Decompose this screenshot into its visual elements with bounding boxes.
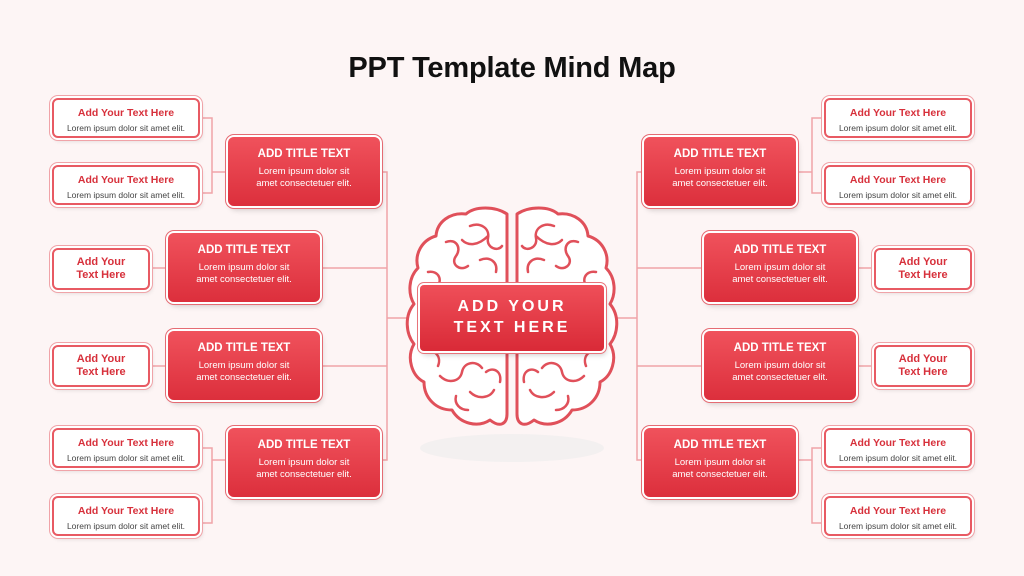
leaf-box-right-3[interactable]: Add Your Text Here — [874, 345, 972, 387]
card-desc-2: amet consectetuer elit. — [196, 372, 292, 383]
card-title: ADD TITLE TEXT — [257, 148, 351, 160]
page-title: PPT Template Mind Map — [348, 52, 676, 84]
leaf-box-left-4a[interactable]: Add Your Text Here Lorem ipsum dolor sit… — [52, 428, 200, 468]
leaf-box-left-1a[interactable]: Add Your Text Here Lorem ipsum dolor sit… — [52, 98, 200, 138]
title-card-left-2[interactable]: ADD TITLE TEXT Lorem ipsum dolor sit ame… — [168, 233, 320, 302]
center-node[interactable]: ADD YOUR TEXT HERE — [420, 285, 604, 351]
leaf-heading-2: Text Here — [898, 366, 948, 378]
card-desc-1: Lorem ipsum dolor sit — [258, 166, 350, 177]
card-desc-2: amet consectetuer elit. — [196, 274, 292, 285]
leaf-heading-1: Add Your — [898, 353, 948, 365]
card-title: ADD TITLE TEXT — [733, 244, 827, 256]
leaf-body: Lorem ipsum dolor sit amet elit. — [838, 123, 958, 133]
title-card-right-2[interactable]: ADD TITLE TEXT Lorem ipsum dolor sit ame… — [704, 233, 856, 302]
leaf-box-right-1a[interactable]: Add Your Text Here Lorem ipsum dolor sit… — [824, 98, 972, 138]
card-title: ADD TITLE TEXT — [197, 342, 291, 354]
card-title: ADD TITLE TEXT — [673, 148, 767, 160]
leaf-body: Lorem ipsum dolor sit amet elit. — [66, 521, 186, 531]
leaf-heading: Add Your Text Here — [849, 107, 947, 119]
title-card-right-3[interactable]: ADD TITLE TEXT Lorem ipsum dolor sit ame… — [704, 331, 856, 400]
leaf-box-left-1b[interactable]: Add Your Text Here Lorem ipsum dolor sit… — [52, 165, 200, 205]
card-title: ADD TITLE TEXT — [673, 439, 767, 451]
leaf-box-left-3[interactable]: Add Your Text Here — [52, 345, 150, 387]
card-desc-1: Lorem ipsum dolor sit — [734, 262, 826, 273]
leaf-box-right-4b[interactable]: Add Your Text Here Lorem ipsum dolor sit… — [824, 496, 972, 536]
card-title: ADD TITLE TEXT — [197, 244, 291, 256]
leaf-body: Lorem ipsum dolor sit amet elit. — [66, 190, 186, 200]
leaf-heading: Add Your Text Here — [77, 505, 175, 517]
leaf-heading: Add Your Text Here — [849, 437, 947, 449]
leaf-heading: Add Your Text Here — [77, 107, 175, 119]
center-line-2: TEXT HERE — [453, 319, 571, 336]
leaf-body: Lorem ipsum dolor sit amet elit. — [838, 453, 958, 463]
title-card-left-1[interactable]: ADD TITLE TEXT Lorem ipsum dolor sit ame… — [228, 137, 380, 206]
center-line-1: ADD YOUR — [457, 298, 567, 315]
card-desc-2: amet consectetuer elit. — [732, 274, 828, 285]
card-desc-2: amet consectetuer elit. — [256, 178, 352, 189]
card-title: ADD TITLE TEXT — [257, 439, 351, 451]
leaf-box-right-1b[interactable]: Add Your Text Here Lorem ipsum dolor sit… — [824, 165, 972, 205]
card-desc-2: amet consectetuer elit. — [672, 178, 768, 189]
card-desc-1: Lorem ipsum dolor sit — [734, 360, 826, 371]
card-desc-1: Lorem ipsum dolor sit — [258, 457, 350, 468]
card-desc-2: amet consectetuer elit. — [732, 372, 828, 383]
title-card-left-4[interactable]: ADD TITLE TEXT Lorem ipsum dolor sit ame… — [228, 428, 380, 497]
leaf-heading-1: Add Your — [76, 256, 126, 268]
leaf-body: Lorem ipsum dolor sit amet elit. — [838, 521, 958, 531]
leaf-box-right-2[interactable]: Add Your Text Here — [874, 248, 972, 290]
card-desc-1: Lorem ipsum dolor sit — [198, 360, 290, 371]
card-desc-1: Lorem ipsum dolor sit — [674, 457, 766, 468]
leaf-heading-2: Text Here — [76, 366, 126, 378]
leaf-box-left-2[interactable]: Add Your Text Here — [52, 248, 150, 290]
leaf-heading-2: Text Here — [898, 269, 948, 281]
leaf-heading: Add Your Text Here — [77, 174, 175, 186]
leaf-heading: Add Your Text Here — [849, 174, 947, 186]
card-desc-2: amet consectetuer elit. — [672, 469, 768, 480]
card-desc-1: Lorem ipsum dolor sit — [674, 166, 766, 177]
leaf-box-left-4b[interactable]: Add Your Text Here Lorem ipsum dolor sit… — [52, 496, 200, 536]
leaf-heading: Add Your Text Here — [849, 505, 947, 517]
leaf-box-right-4a[interactable]: Add Your Text Here Lorem ipsum dolor sit… — [824, 428, 972, 468]
title-card-right-1[interactable]: ADD TITLE TEXT Lorem ipsum dolor sit ame… — [644, 137, 796, 206]
card-title: ADD TITLE TEXT — [733, 342, 827, 354]
leaf-heading-1: Add Your — [898, 256, 948, 268]
leaf-heading-1: Add Your — [76, 353, 126, 365]
leaf-body: Lorem ipsum dolor sit amet elit. — [66, 123, 186, 133]
leaf-body: Lorem ipsum dolor sit amet elit. — [838, 190, 958, 200]
card-desc-2: amet consectetuer elit. — [256, 469, 352, 480]
card-desc-1: Lorem ipsum dolor sit — [198, 262, 290, 273]
title-card-right-4[interactable]: ADD TITLE TEXT Lorem ipsum dolor sit ame… — [644, 428, 796, 497]
title-card-left-3[interactable]: ADD TITLE TEXT Lorem ipsum dolor sit ame… — [168, 331, 320, 400]
leaf-heading: Add Your Text Here — [77, 437, 175, 449]
leaf-body: Lorem ipsum dolor sit amet elit. — [66, 453, 186, 463]
leaf-heading-2: Text Here — [76, 269, 126, 281]
